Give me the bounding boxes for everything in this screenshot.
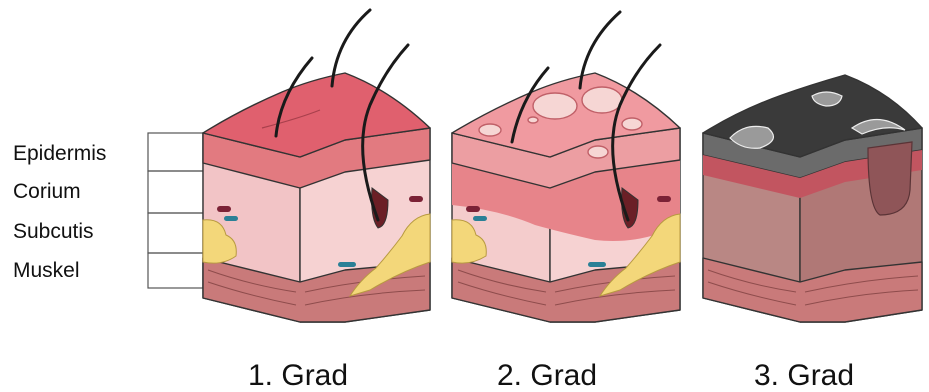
blister — [528, 117, 538, 123]
layer-label-epidermis: Epidermis — [13, 142, 106, 165]
grade-caption-3: 3. Grad — [754, 359, 854, 392]
blister — [588, 146, 608, 158]
skin-block-grade-2 — [452, 12, 680, 322]
skin-block-grade-3 — [703, 75, 922, 322]
blister — [582, 87, 622, 113]
blister — [533, 93, 577, 119]
skin-block-grade-1 — [203, 10, 430, 322]
deep-wound — [868, 142, 912, 215]
layer-legend: Epidermis Corium Subcutis Muskel — [13, 133, 203, 288]
grade-caption-2: 2. Grad — [497, 359, 597, 392]
layer-label-subcutis: Subcutis — [13, 220, 94, 243]
grade-caption-1: 1. Grad — [248, 359, 348, 392]
layer-label-muskel: Muskel — [13, 259, 80, 282]
layer-label-corium: Corium — [13, 180, 81, 203]
blister — [479, 124, 501, 136]
legend-bracket — [148, 133, 203, 288]
blister — [622, 118, 642, 130]
